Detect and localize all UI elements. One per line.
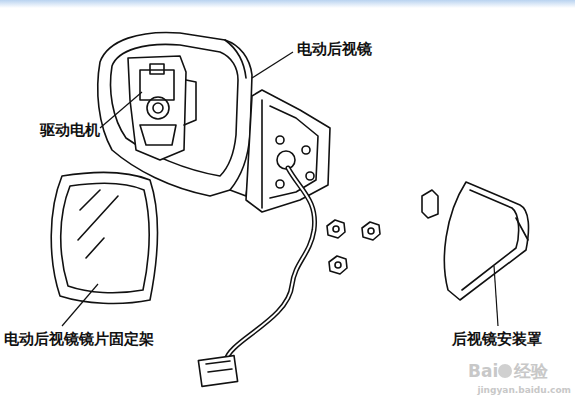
leader-lines	[62, 52, 498, 326]
mirror-housing	[98, 32, 252, 196]
part-name: 驱动电机	[40, 121, 100, 139]
clip	[422, 190, 438, 218]
nuts	[327, 220, 380, 274]
part-name: 电动后视镜镜片固定架	[4, 330, 154, 348]
watermark: jingyan.baidu.com	[477, 385, 571, 396]
watermark-icon	[498, 364, 512, 378]
part-name: 电动后视镜	[297, 40, 372, 58]
watermark: 经验	[514, 361, 548, 381]
watermark: Bai	[468, 361, 498, 381]
mirror-base	[246, 90, 330, 212]
part-name: 后视镜安装罩	[452, 330, 542, 348]
mirror-glass-holder	[51, 173, 157, 304]
drive-motor	[128, 56, 196, 160]
wire-harness	[198, 168, 314, 386]
top-band	[0, 0, 575, 8]
mirror-cover	[444, 182, 528, 300]
